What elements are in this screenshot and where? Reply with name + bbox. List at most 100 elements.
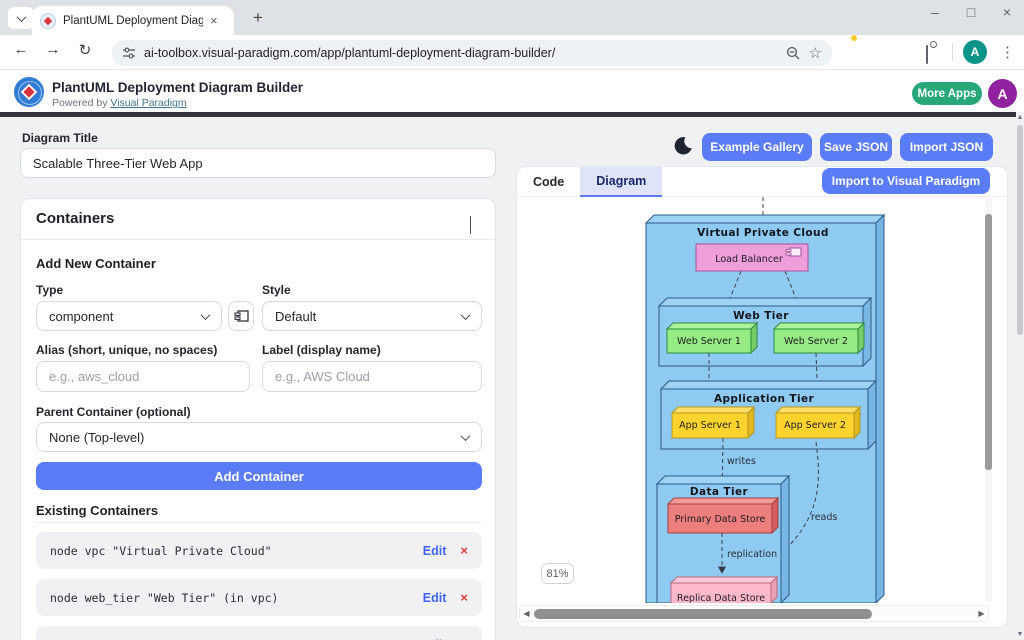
window-minimize-button[interactable]: –: [931, 4, 939, 20]
chevron-down-icon: [16, 11, 26, 22]
alias-input[interactable]: [36, 361, 250, 392]
svg-text:App Server 1: App Server 1: [679, 420, 741, 431]
visual-paradigm-link[interactable]: Visual Paradigm: [110, 97, 187, 109]
zoom-level-badge: 81%: [541, 563, 574, 584]
tab-close-icon[interactable]: ×: [210, 13, 218, 28]
svg-text:Virtual Private Cloud: Virtual Private Cloud: [697, 227, 829, 239]
component-icon-button[interactable]: [228, 301, 254, 331]
node-web-server-2: Web Server 2: [772, 321, 866, 355]
label-label: Label (display name): [262, 343, 381, 357]
type-select[interactable]: component: [36, 301, 222, 331]
window-close-button[interactable]: ×: [1002, 4, 1012, 20]
svg-text:Data Tier: Data Tier: [690, 486, 749, 498]
app-header: [0, 70, 1024, 112]
existing-containers-title: Existing Containers: [36, 503, 159, 518]
component-icon: [233, 310, 249, 322]
browser-menu-icon[interactable]: ⋮: [1000, 44, 1015, 61]
svg-text:Application Tier: Application Tier: [714, 393, 815, 405]
edge-label-reads: reads: [811, 512, 837, 523]
reload-button[interactable]: ↻: [78, 42, 92, 59]
add-container-button[interactable]: Add Container: [36, 462, 482, 490]
collapse-section-button[interactable]: [470, 216, 471, 234]
add-new-container-title: Add New Container: [36, 256, 156, 271]
svg-text:Web Server 2: Web Server 2: [784, 336, 848, 347]
edge-label-replication: replication: [727, 549, 777, 560]
delete-icon[interactable]: ×: [460, 590, 468, 605]
more-apps-button[interactable]: More Apps: [912, 82, 982, 105]
zoom-out-icon[interactable]: [786, 46, 801, 61]
page-scrollbar[interactable]: ▲ ▼: [1016, 112, 1024, 640]
extensions-icon[interactable]: [926, 45, 928, 64]
browser-tab[interactable]: PlantUML Deployment Diagram ×: [32, 6, 234, 35]
chevron-up-icon: [470, 216, 471, 234]
diagram-preview[interactable]: Virtual Private Cloud Load Balancer Web …: [517, 197, 985, 603]
address-bar[interactable]: ai-toolbox.visual-paradigm.com/app/plant…: [112, 40, 832, 66]
diagram-horizontal-scrollbar[interactable]: ◀ ▶: [519, 605, 989, 622]
edge-lb-ws2: [784, 270, 805, 317]
svg-text:Web Tier: Web Tier: [733, 310, 789, 322]
page-title: PlantUML Deployment Diagram Builder: [52, 80, 304, 95]
svg-text:Primary Data Store: Primary Data Store: [675, 514, 766, 525]
example-gallery-button[interactable]: Example Gallery: [702, 133, 812, 161]
back-button[interactable]: ←: [13, 41, 29, 58]
type-label: Type: [36, 283, 64, 297]
node-primary-data-store: Primary Data Store: [666, 496, 780, 535]
window-maximize-button[interactable]: □: [966, 4, 976, 20]
edge-as2-replica: [755, 441, 819, 576]
site-settings-icon[interactable]: [122, 46, 136, 60]
parent-container-select[interactable]: None (Top-level): [36, 422, 482, 452]
bookmark-star-icon[interactable]: ☆: [808, 45, 822, 62]
delete-icon[interactable]: ×: [460, 637, 468, 640]
scroll-up-icon[interactable]: ▲: [1016, 114, 1024, 121]
diagram-title-label: Diagram Title: [22, 131, 98, 145]
tab-search-button[interactable]: [8, 7, 34, 29]
edge-lb-ws1: [721, 270, 742, 317]
containers-section-title: Containers: [36, 210, 115, 227]
scrollbar-thumb[interactable]: [534, 609, 872, 619]
forward-button[interactable]: →: [45, 41, 61, 58]
parent-container-label: Parent Container (optional): [36, 405, 191, 419]
edit-button[interactable]: Edit: [422, 590, 447, 605]
node-app-server-2: App Server 2: [774, 405, 862, 440]
diagram-title-input[interactable]: [20, 148, 496, 178]
visual-paradigm-logo: [14, 77, 44, 107]
scroll-right-icon[interactable]: ▶: [978, 609, 985, 618]
existing-divider: [36, 522, 482, 523]
node-load-balancer: Load Balancer: [695, 243, 809, 272]
site-favicon-icon: [40, 12, 56, 29]
edge-as1-primary: [718, 437, 727, 496]
alias-label: Alias (short, unique, no spaces): [36, 343, 218, 357]
chevron-down-icon: [200, 309, 211, 320]
edit-button[interactable]: Edit: [423, 638, 447, 640]
container-code: node web_tier "Web Tier" (in vpc): [50, 590, 279, 605]
label-input[interactable]: [262, 361, 482, 392]
chevron-down-icon: [460, 430, 471, 441]
tab-diagram[interactable]: Diagram: [580, 167, 663, 197]
new-tab-button[interactable]: +: [253, 8, 263, 27]
tab-code[interactable]: Code: [533, 175, 565, 189]
svg-text:Web Server 1: Web Server 1: [677, 336, 741, 347]
profile-avatar[interactable]: A: [963, 40, 987, 64]
page-scrollbar-thumb[interactable]: [1017, 125, 1023, 335]
diagram-vertical-scrollbar[interactable]: [985, 198, 992, 602]
node-replica-data-store: Replica Data Store: [669, 575, 779, 603]
container-list-item: node web_tier "Web Tier" (in vpc) Edit ×: [36, 579, 482, 616]
style-select[interactable]: Default: [262, 301, 482, 331]
tab-title: PlantUML Deployment Diagram: [63, 14, 203, 27]
style-label: Style: [262, 283, 291, 297]
toolbar-divider: [952, 43, 953, 61]
dark-mode-toggle[interactable]: [672, 135, 694, 162]
edit-button[interactable]: Edit: [422, 543, 447, 558]
container-code: node app_tier "Application Tier" (in vpc…: [50, 638, 334, 640]
import-json-button[interactable]: Import JSON: [900, 133, 993, 161]
scroll-down-icon[interactable]: ▼: [1016, 631, 1024, 638]
import-to-vp-button[interactable]: Import to Visual Paradigm: [822, 168, 990, 194]
section-divider: [21, 239, 495, 240]
svg-text:Load Balancer: Load Balancer: [715, 254, 783, 265]
save-json-button[interactable]: Save JSON: [820, 133, 892, 161]
container-code: node vpc "Virtual Private Cloud": [50, 543, 272, 558]
scroll-left-icon[interactable]: ◀: [523, 609, 530, 618]
user-avatar[interactable]: A: [988, 79, 1017, 108]
delete-icon[interactable]: ×: [460, 543, 468, 558]
